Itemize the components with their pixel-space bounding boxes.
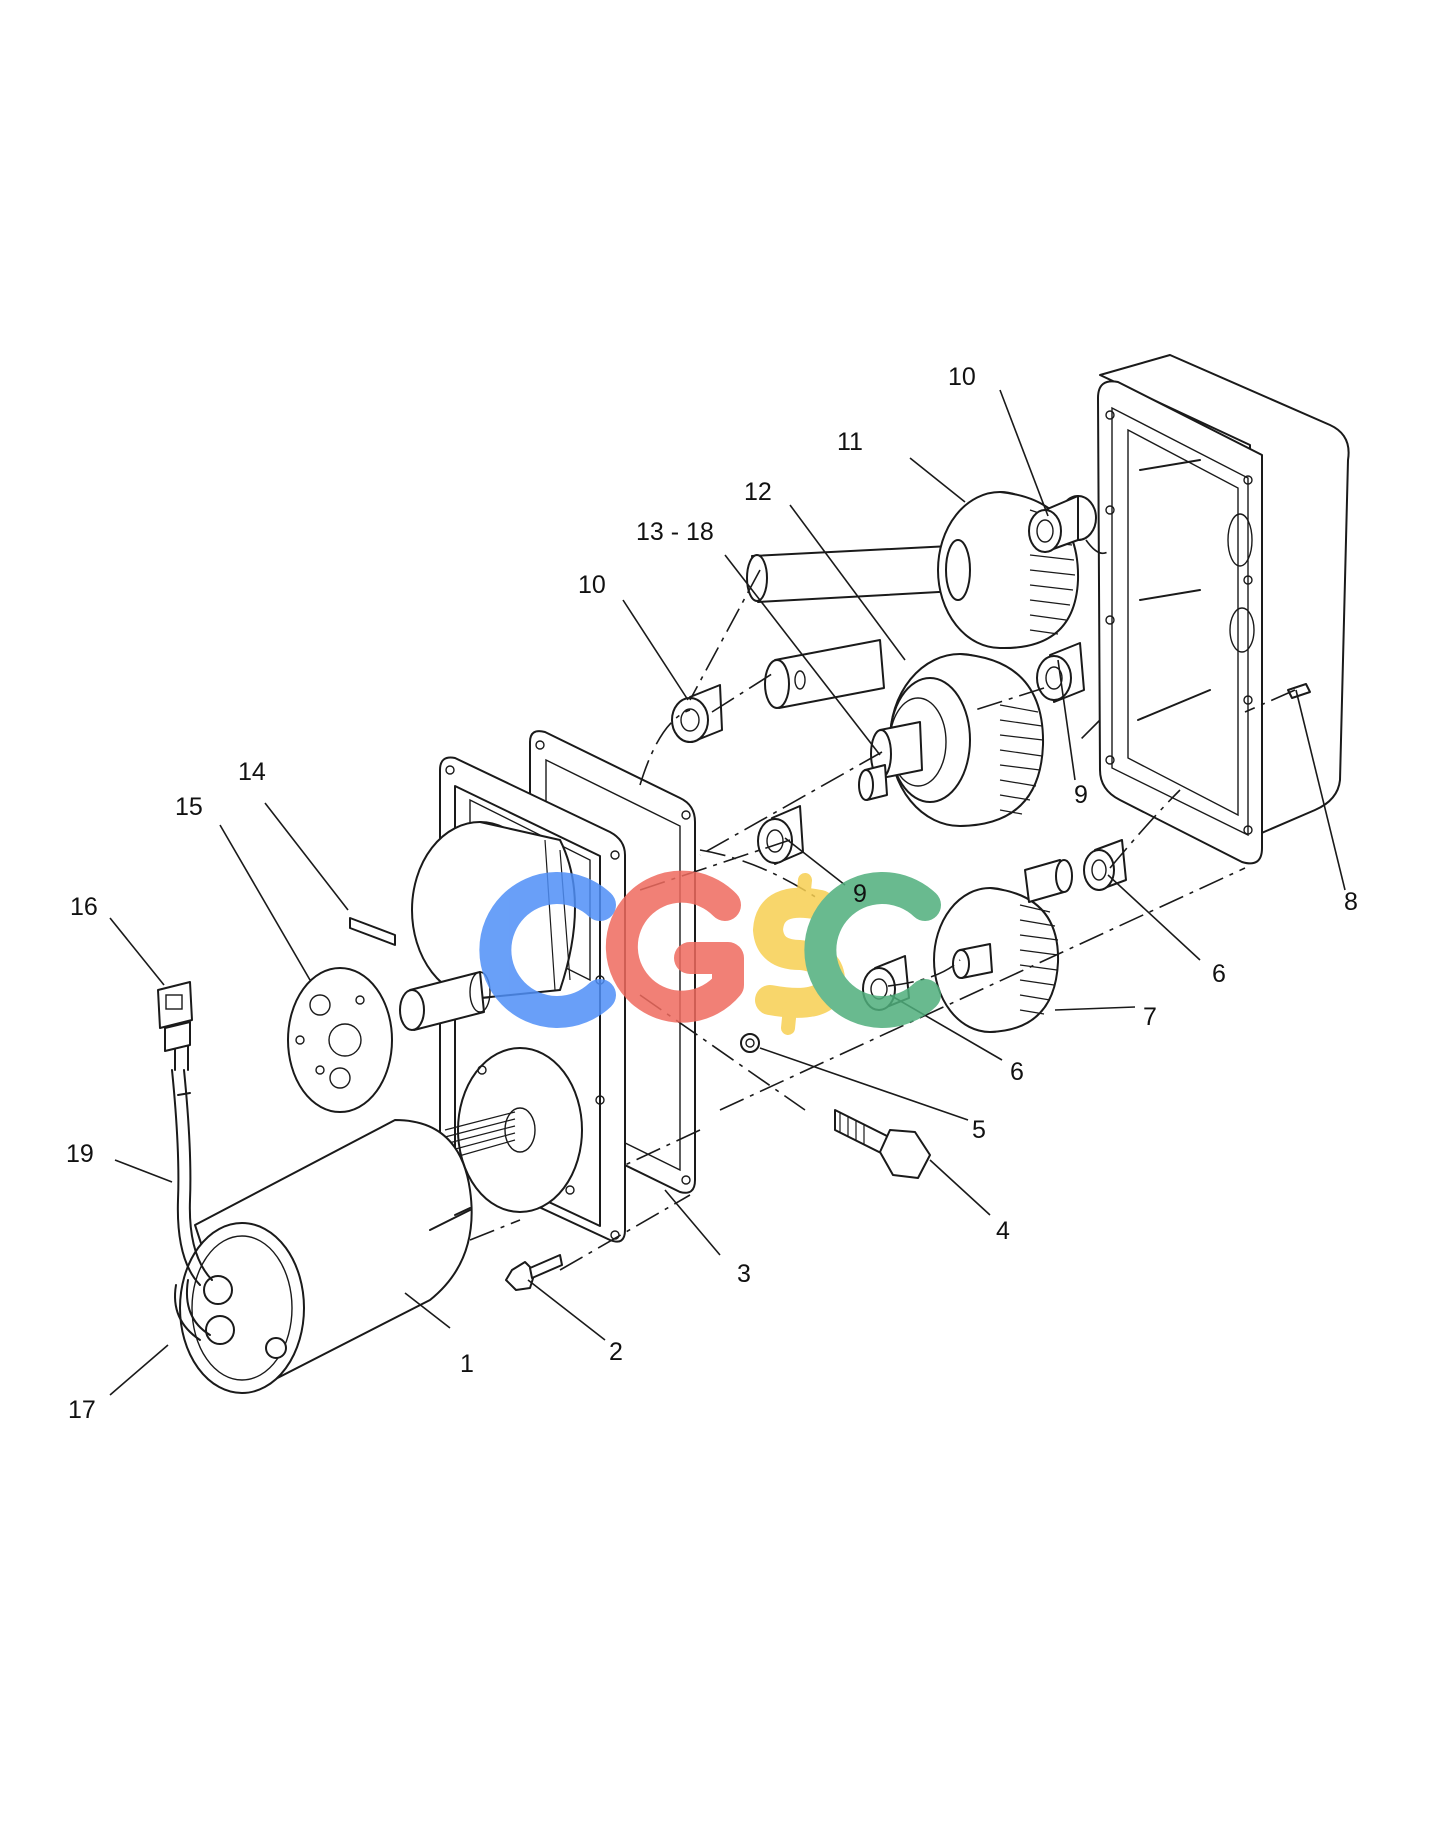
bushing-part-10-top bbox=[1028, 495, 1097, 553]
callout-2: 2 bbox=[609, 1338, 623, 1366]
bushing-part-10-left bbox=[671, 684, 723, 743]
callout-11: 11 bbox=[837, 428, 863, 456]
callout-17: 17 bbox=[68, 1396, 96, 1424]
bolt-part-4 bbox=[834, 1109, 931, 1179]
shaft-sleeve bbox=[764, 639, 885, 709]
plate-part-15 bbox=[287, 967, 393, 1113]
callout-6-lower: 6 bbox=[1010, 1058, 1024, 1086]
callout-10-top: 10 bbox=[948, 363, 976, 391]
callout-16: 16 bbox=[70, 893, 98, 921]
callout-1: 1 bbox=[460, 1350, 474, 1378]
alignment-lines bbox=[469, 539, 1296, 1271]
callout-14: 14 bbox=[238, 758, 266, 786]
leader-lines bbox=[109, 389, 1346, 1396]
callout-4: 4 bbox=[996, 1217, 1010, 1245]
callout-13-18: 13 - 18 bbox=[636, 518, 714, 546]
callout-15: 15 bbox=[175, 793, 203, 821]
callout-8: 8 bbox=[1344, 888, 1358, 916]
callout-3: 3 bbox=[737, 1260, 751, 1288]
callout-7: 7 bbox=[1143, 1003, 1157, 1031]
callout-9-right: 9 bbox=[1074, 781, 1088, 809]
connector-part-16 bbox=[157, 981, 193, 1052]
cgsc-watermark-logo bbox=[479, 870, 941, 1035]
callout-10-left: 10 bbox=[578, 571, 606, 599]
bushing-part-9-left bbox=[757, 805, 804, 865]
callout-12: 12 bbox=[744, 478, 772, 506]
wire-harness-part-19 bbox=[171, 1039, 213, 1341]
gear-part-7 bbox=[933, 859, 1073, 1033]
housing-cover bbox=[1097, 354, 1350, 865]
gear-part-12 bbox=[858, 653, 1045, 827]
pin-part-8 bbox=[1287, 683, 1311, 699]
callout-19: 19 bbox=[66, 1140, 94, 1168]
callout-5: 5 bbox=[972, 1116, 986, 1144]
screw-part-2 bbox=[505, 1254, 563, 1291]
key-part-14 bbox=[349, 917, 396, 946]
callout-9-left: 9 bbox=[853, 880, 867, 908]
bushing-part-9-right bbox=[1036, 642, 1085, 703]
bushing-part-6-right bbox=[1083, 839, 1127, 891]
nut-part-5 bbox=[740, 1033, 760, 1053]
motor-part-1 bbox=[179, 1119, 473, 1394]
callout-6-upper: 6 bbox=[1212, 960, 1226, 988]
gear-part-11 bbox=[746, 491, 1080, 650]
